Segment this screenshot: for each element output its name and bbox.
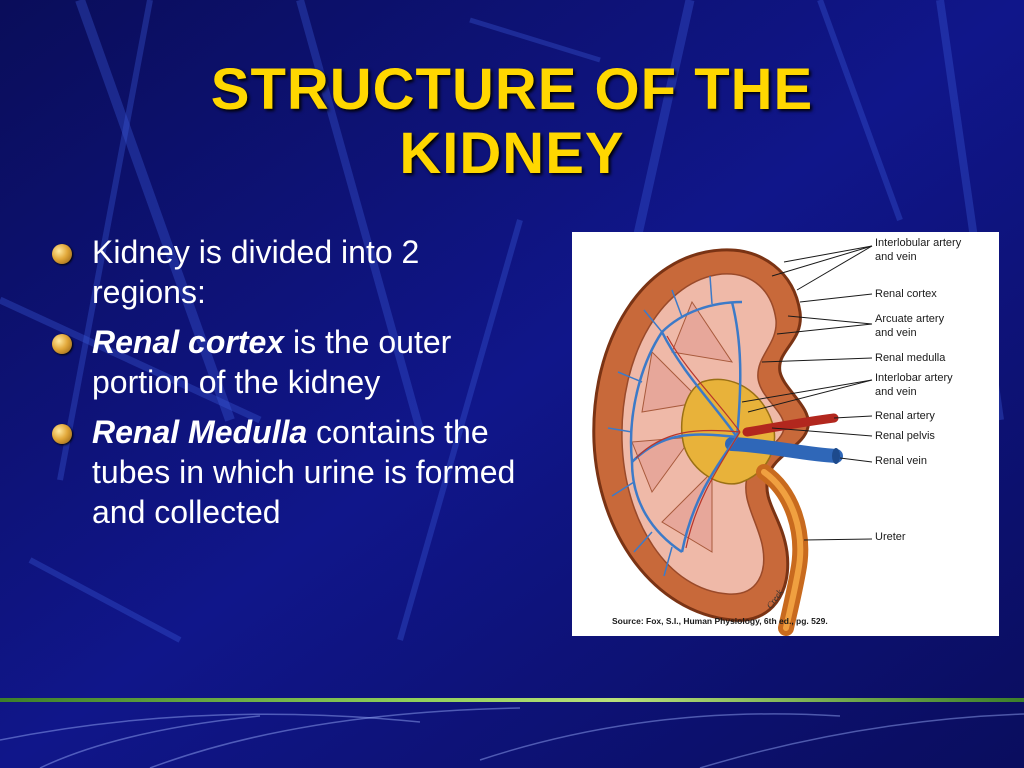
label-ureter: Ureter <box>875 531 906 543</box>
label-renal-medulla: Renal medulla <box>875 352 946 364</box>
label-arcuate-artery: Arcuate artery and vein <box>875 313 945 339</box>
bullet-item-renal-medulla: Renal Medulla contains the tubes in whic… <box>52 412 532 532</box>
kidney-illustration <box>592 245 873 636</box>
label-interlobular-artery: Interlobular artery and vein <box>875 237 962 263</box>
bullet-icon <box>52 244 72 264</box>
bullet-item-renal-cortex: Renal cortex is the outer portion of the… <box>52 322 532 402</box>
bullet-text: Kidney is divided into 2 regions: <box>92 234 420 310</box>
title-line-1: STRUCTURE OF THE <box>210 57 814 122</box>
bullet-list: Kidney is divided into 2 regions: Renal … <box>52 232 532 542</box>
bullet-text: contains the tubes in which urine is for… <box>92 414 516 530</box>
bullet-emphasis: Renal cortex <box>92 324 285 360</box>
label-renal-artery: Renal artery <box>875 410 935 422</box>
label-renal-cortex: Renal cortex <box>875 288 937 300</box>
title-line-2: KIDNEY <box>399 121 625 186</box>
renal-artery-shape <box>742 413 839 437</box>
label-interlobar-artery: Interlobar artery and vein <box>875 372 953 398</box>
footer-divider <box>0 698 1024 702</box>
renal-vein-shape <box>725 437 843 463</box>
bullet-item-regions: Kidney is divided into 2 regions: <box>52 232 532 312</box>
label-renal-vein: Renal vein <box>875 455 927 467</box>
figure-source-citation: Source: Fox, S.I., Human Physiology, 6th… <box>612 616 828 626</box>
slide-title: STRUCTURE OF THE KIDNEY <box>0 58 1024 186</box>
bullet-text: is the outer portion of the kidney <box>92 324 452 400</box>
bullet-icon <box>52 424 72 444</box>
label-renal-pelvis: Renal pelvis <box>875 430 935 442</box>
kidney-diagram: Interlobular artery and vein Renal corte… <box>572 232 999 636</box>
bullet-emphasis: Renal Medulla <box>92 414 308 450</box>
bullet-icon <box>52 334 72 354</box>
